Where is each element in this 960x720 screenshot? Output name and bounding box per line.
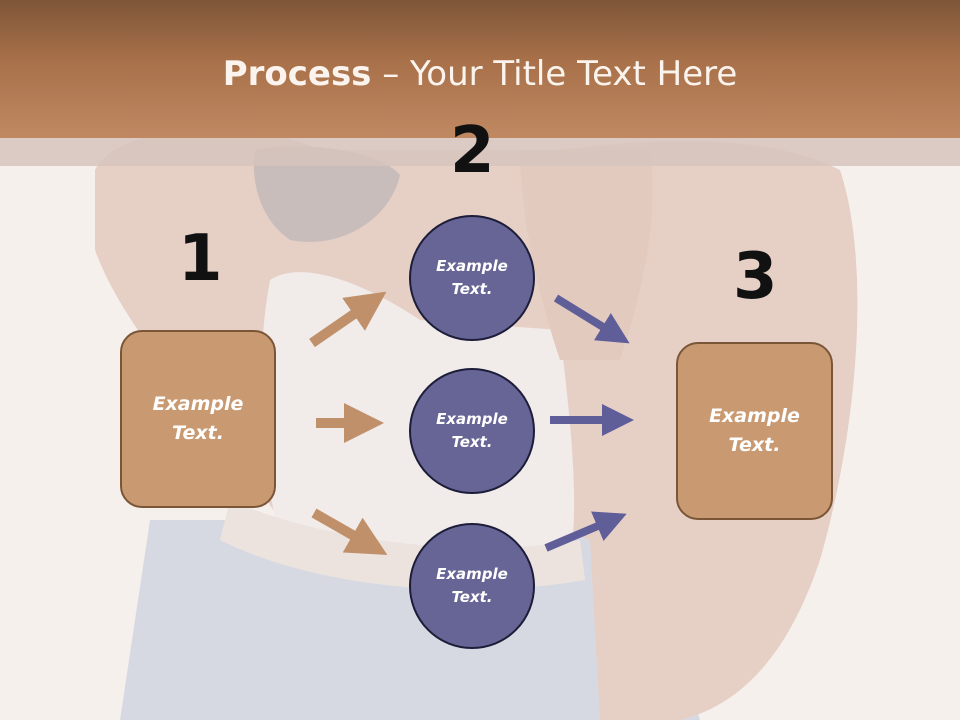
step-2-circle-top[interactable]: Example Text.: [409, 215, 535, 341]
step-3-box[interactable]: Example Text.: [676, 342, 833, 520]
step-1-box[interactable]: Example Text.: [120, 330, 276, 508]
circle-top-text: Example Text.: [436, 257, 508, 298]
title-band: [0, 138, 960, 166]
title-rest: – Your Title Text Here: [371, 54, 738, 94]
slide-title[interactable]: Process – Your Title Text Here: [0, 52, 960, 96]
circle-bottom-text: Example Text.: [436, 565, 508, 606]
step-3-text: Example Text.: [709, 405, 800, 456]
step-2-circle-bottom[interactable]: Example Text.: [409, 523, 535, 649]
circle-middle-text: Example Text.: [436, 410, 508, 451]
step-2-circle-middle[interactable]: Example Text.: [409, 368, 535, 494]
step-number-3: 3: [733, 240, 778, 314]
title-bar: [0, 0, 960, 138]
step-1-text: Example Text.: [152, 393, 244, 444]
step-number-1: 1: [178, 222, 223, 296]
step-number-2: 2: [450, 114, 495, 188]
title-bold: Process: [222, 54, 372, 94]
